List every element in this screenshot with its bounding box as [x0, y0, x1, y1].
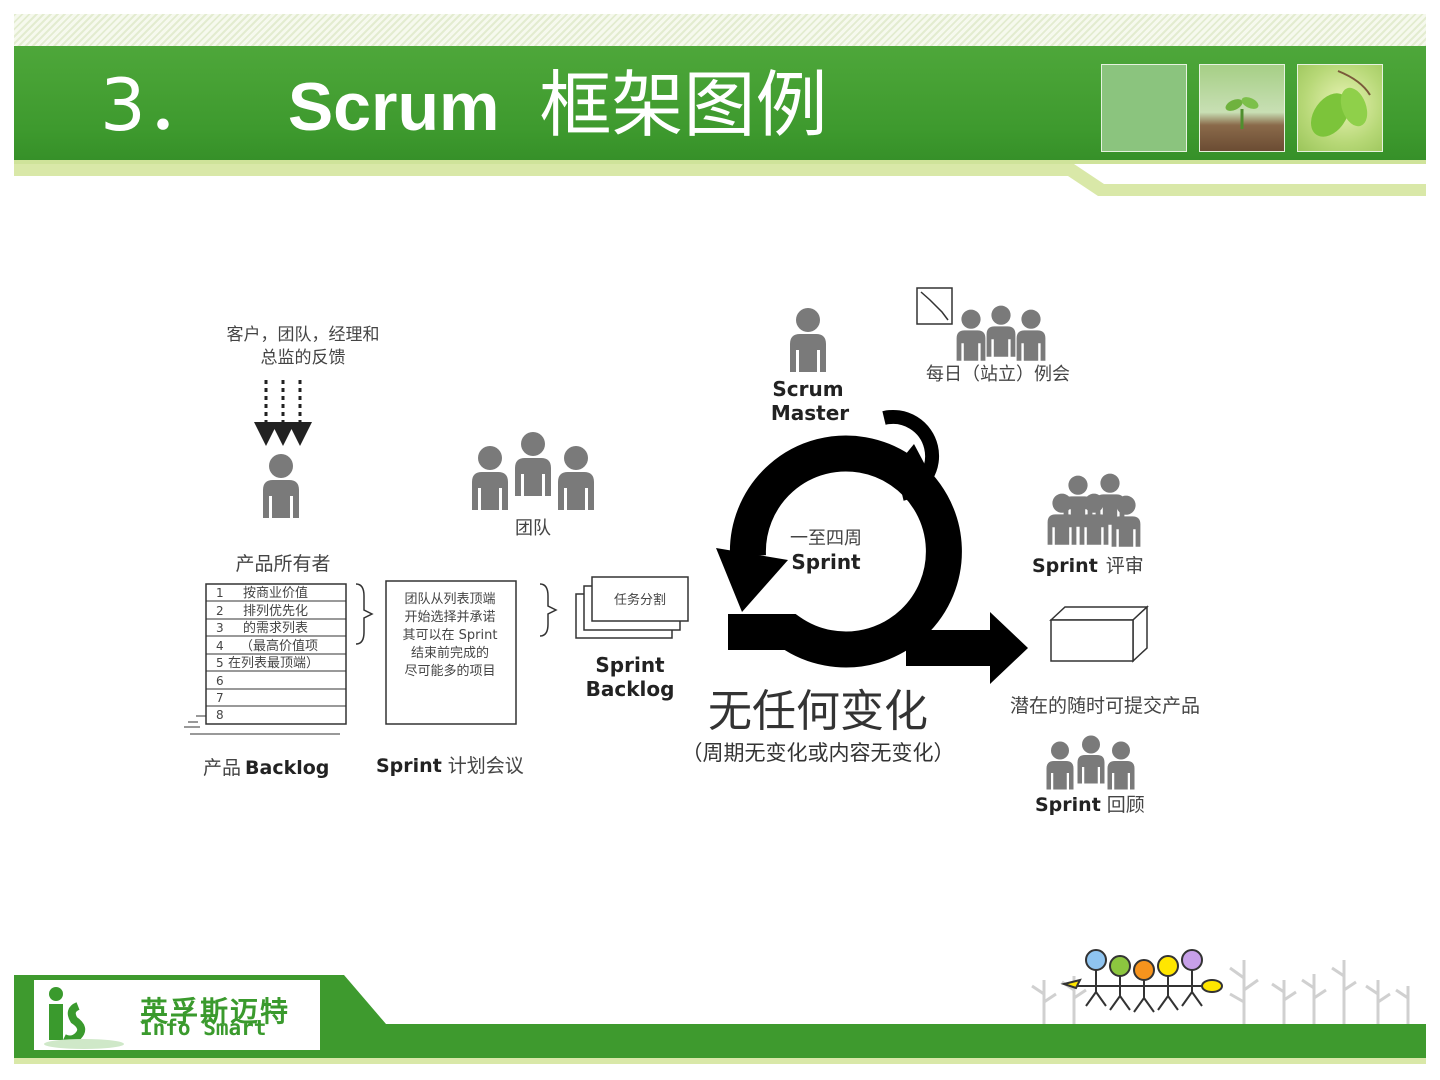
- daily-standup-team-icon: [956, 305, 1046, 361]
- logo-text-en: Info Smart: [140, 1016, 267, 1040]
- product-owner-icon: [263, 454, 299, 518]
- logo-text-cn: 英孚斯迈特: [140, 995, 291, 1028]
- row-number: 5: [216, 656, 224, 670]
- row-number: 2: [216, 604, 224, 618]
- sprout-icon: [1225, 97, 1259, 129]
- sprint-review-en: Sprint: [1032, 555, 1098, 577]
- sprint-planning-cn: 计划会议: [448, 755, 524, 777]
- feedback-arrows: [254, 380, 312, 446]
- title-number: 3．: [100, 63, 218, 147]
- sprint-review-team-icon: [1047, 473, 1141, 547]
- product-backlog-list: [184, 583, 347, 735]
- logo-mark-icon: [44, 987, 124, 1049]
- product-owner-label: 产品所有者: [235, 553, 330, 575]
- sprout-thumbnail: [1199, 64, 1285, 152]
- planning-brace: [539, 583, 558, 637]
- feedback-line2: 总监的反馈: [261, 348, 346, 368]
- team-label: 团队: [515, 518, 551, 539]
- sprint-planning-en: Sprint: [376, 755, 442, 777]
- sprint-planning-label: Sprint 计划会议: [376, 755, 524, 777]
- shippable-product-box-icon: [1049, 605, 1149, 663]
- row-number: 7: [216, 691, 224, 705]
- green-square-thumbnail: [1101, 64, 1187, 152]
- planning-line: 其可以在 Sprint: [403, 628, 498, 643]
- planning-line: 尽可能多的项目: [404, 663, 495, 679]
- title-cn: 框架图例: [539, 63, 828, 147]
- no-changes-label: 无任何变化: [708, 686, 928, 737]
- cycle-length-label: 一至四周: [790, 528, 862, 549]
- planning-line: 开始选择并承诺: [404, 610, 495, 625]
- row-number: 6: [216, 674, 224, 688]
- scrum-master-line1: Scrum: [772, 377, 843, 401]
- planning-line: 团队从列表顶端: [404, 592, 495, 607]
- backlog-row-text: 排列优先化: [243, 604, 308, 619]
- sprint-retro-en: Sprint: [1035, 794, 1101, 816]
- footer-bar: [14, 949, 1426, 1064]
- shippable-product-label: 潜在的随时可提交产品: [1010, 695, 1200, 717]
- row-number: 3: [216, 621, 224, 635]
- sprint-backlog-line1: Sprint: [595, 653, 665, 677]
- backlog-brace: [355, 583, 374, 645]
- header-stripes: [14, 14, 1426, 46]
- scrum-master-icon: [790, 308, 826, 372]
- task-breakdown-label: 任务分割: [614, 592, 666, 608]
- sprint-planning-box: [385, 580, 517, 725]
- sprint-cycle-arrow: [716, 409, 1028, 684]
- title-scrum: Scrum: [287, 69, 500, 145]
- sprint-retro-label: Sprint 回顾: [1035, 794, 1145, 816]
- leaf-icon: [1310, 70, 1371, 137]
- backlog-row-texts: 按商业价值 排列优先化 的需求列表 （最高价值项 在列表最顶端）: [228, 585, 319, 671]
- team-icon: [472, 432, 594, 510]
- decorative-plants: [1031, 960, 1410, 1024]
- row-number: 1: [216, 586, 224, 600]
- feedback-line1: 客户，团队，经理和: [227, 325, 380, 345]
- row-number: 8: [216, 708, 224, 722]
- sprint-backlog-line2: Backlog: [586, 677, 675, 701]
- cycle-sprint-label: Sprint: [791, 550, 861, 574]
- scrum-master-line2: Master: [771, 401, 849, 425]
- sprint-retro-team-icon: [1046, 735, 1135, 790]
- sprint-review-cn: 评审: [1106, 555, 1144, 577]
- people-figures-icon: [1060, 949, 1223, 1013]
- sprint-planning-text: 团队从列表顶端 开始选择并承诺 其可以在 Sprint 结束前完成的 尽可能多的…: [403, 592, 498, 679]
- row-number: 4: [216, 639, 224, 653]
- leaf-thumbnail: [1297, 64, 1383, 152]
- backlog-row-text: （最高价值项: [240, 638, 318, 654]
- backlog-row-text: 在列表最顶端）: [228, 656, 319, 671]
- sprint-review-label: Sprint 评审: [1032, 555, 1144, 577]
- company-logo: [34, 980, 320, 1050]
- page-title: 3． Scrum 框架图例: [100, 60, 827, 150]
- title-underline: [14, 160, 1426, 196]
- backlog-row-numbers: 1 2 3 4 5 6 7 8: [216, 586, 224, 722]
- burndown-chart-icon: [916, 287, 953, 325]
- backlog-row-text: 的需求列表: [243, 620, 308, 636]
- sprint-backlog-stack: [575, 576, 689, 639]
- backlog-row-text: 按商业价值: [243, 585, 308, 601]
- daily-standup-label: 每日（站立）例会: [926, 364, 1070, 385]
- sprint-retro-cn: 回顾: [1107, 794, 1145, 816]
- product-backlog-en: Backlog: [245, 757, 329, 779]
- no-changes-sublabel: （周期无变化或内容无变化）: [682, 741, 955, 765]
- title-bar: [14, 46, 1426, 164]
- planning-line: 结束前完成的: [411, 645, 489, 661]
- product-backlog-cn: 产品: [203, 757, 241, 779]
